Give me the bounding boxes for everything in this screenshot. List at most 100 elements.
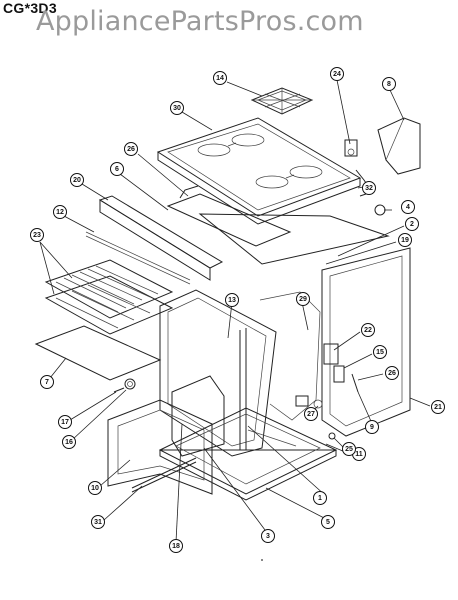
callout-26: 26 xyxy=(124,142,138,156)
callout-bubble xyxy=(330,67,344,81)
callout-22: 22 xyxy=(361,323,375,337)
callout-bubble xyxy=(58,415,72,429)
callout-7: 7 xyxy=(40,375,54,389)
callout-bubble xyxy=(362,181,376,195)
callout-9: 9 xyxy=(365,420,379,434)
callout-23: 23 xyxy=(30,228,44,242)
callout-number: 3 xyxy=(266,533,270,540)
callout-21: 21 xyxy=(431,400,445,414)
callout-30: 30 xyxy=(170,101,184,115)
callout-31: 31 xyxy=(91,515,105,529)
callout-number: 19 xyxy=(401,237,409,244)
control-panel-parts xyxy=(85,185,390,285)
callout-bubble xyxy=(365,420,379,434)
callout-bubble xyxy=(110,162,124,176)
callout-number: 7 xyxy=(45,379,49,386)
callout-number: 12 xyxy=(56,209,64,216)
callout-number: 16 xyxy=(65,439,73,446)
callout-bubble xyxy=(40,375,54,389)
callout-bubble xyxy=(313,491,327,505)
callout-27: 27 xyxy=(304,407,318,421)
callout-number: 26 xyxy=(388,370,396,377)
callout-5: 5 xyxy=(321,515,335,529)
callout-number: 23 xyxy=(33,232,41,239)
callout-number: 9 xyxy=(370,424,374,431)
callout-19: 19 xyxy=(398,233,412,247)
callout-number: 22 xyxy=(364,327,372,334)
callout-bubble xyxy=(431,400,445,414)
callout-bubble xyxy=(91,515,105,529)
callout-number: 30 xyxy=(173,105,181,112)
callout-number: 4 xyxy=(406,204,410,211)
callout-32: 32 xyxy=(362,181,376,195)
callout-bubble xyxy=(170,101,184,115)
callout-12: 12 xyxy=(53,205,67,219)
callout-bubble xyxy=(62,435,76,449)
burner-grate xyxy=(250,87,314,115)
callout-13: 13 xyxy=(225,293,239,307)
callout-number: 2 xyxy=(410,221,414,228)
side-panel xyxy=(321,247,411,437)
callout-number: 6 xyxy=(115,166,119,173)
callout-20: 20 xyxy=(70,173,84,187)
callout-24: 24 xyxy=(330,67,344,81)
callout-14: 14 xyxy=(213,71,227,85)
igniter-parts xyxy=(113,378,136,393)
callout-number: 10 xyxy=(91,485,99,492)
callout-number: 29 xyxy=(299,296,307,303)
callout-number: 32 xyxy=(365,185,373,192)
callout-number: 15 xyxy=(376,349,384,356)
leader-lines xyxy=(39,79,431,543)
oven-racks xyxy=(44,259,174,335)
stray-dot xyxy=(261,559,263,561)
callout-bubble xyxy=(169,539,183,553)
callout-bubble xyxy=(296,292,310,306)
callout-18: 18 xyxy=(169,539,183,553)
model-number: CG*3D3 xyxy=(3,0,57,16)
callout-number: 1 xyxy=(318,495,322,502)
callout-number: 27 xyxy=(307,411,315,418)
callout-bubble xyxy=(70,173,84,187)
callout-15: 15 xyxy=(373,345,387,359)
callout-bubble xyxy=(382,77,396,91)
callout-2: 2 xyxy=(405,217,419,231)
callout-17: 17 xyxy=(58,415,72,429)
callout-number: 17 xyxy=(61,419,69,426)
callout-bubble xyxy=(225,293,239,307)
callout-bubble xyxy=(30,228,44,242)
callout-bubble xyxy=(405,217,419,231)
callout-bubble xyxy=(361,323,375,337)
callout-number: 25 xyxy=(345,446,353,453)
callout-bubble xyxy=(213,71,227,85)
callout-26: 26 xyxy=(385,366,399,380)
callout-number: 20 xyxy=(73,177,81,184)
callout-bubble xyxy=(321,515,335,529)
callout-8: 8 xyxy=(382,77,396,91)
callout-bubble xyxy=(342,442,356,456)
callout-bubble xyxy=(401,200,415,214)
callout-16: 16 xyxy=(62,435,76,449)
callout-number: 5 xyxy=(326,519,330,526)
callout-3: 3 xyxy=(261,529,275,543)
callout-25: 25 xyxy=(342,442,356,456)
callout-bubble xyxy=(124,142,138,156)
callout-number: 24 xyxy=(333,71,341,78)
callout-number: 18 xyxy=(172,543,180,550)
callout-10: 10 xyxy=(88,481,102,495)
callout-number: 11 xyxy=(355,451,363,458)
callout-bubble xyxy=(385,366,399,380)
callout-bubble xyxy=(398,233,412,247)
valve-parts xyxy=(295,343,359,440)
watermark: AppliancePartsPros.com xyxy=(36,6,364,37)
base-panel xyxy=(158,407,338,501)
callout-bubble xyxy=(53,205,67,219)
cooktop xyxy=(156,117,362,225)
callout-bubble xyxy=(88,481,102,495)
callout-number: 31 xyxy=(94,519,102,526)
callout-number: 21 xyxy=(434,404,442,411)
callout-number: 8 xyxy=(387,81,391,88)
callout-bubble xyxy=(304,407,318,421)
callout-6: 6 xyxy=(110,162,124,176)
